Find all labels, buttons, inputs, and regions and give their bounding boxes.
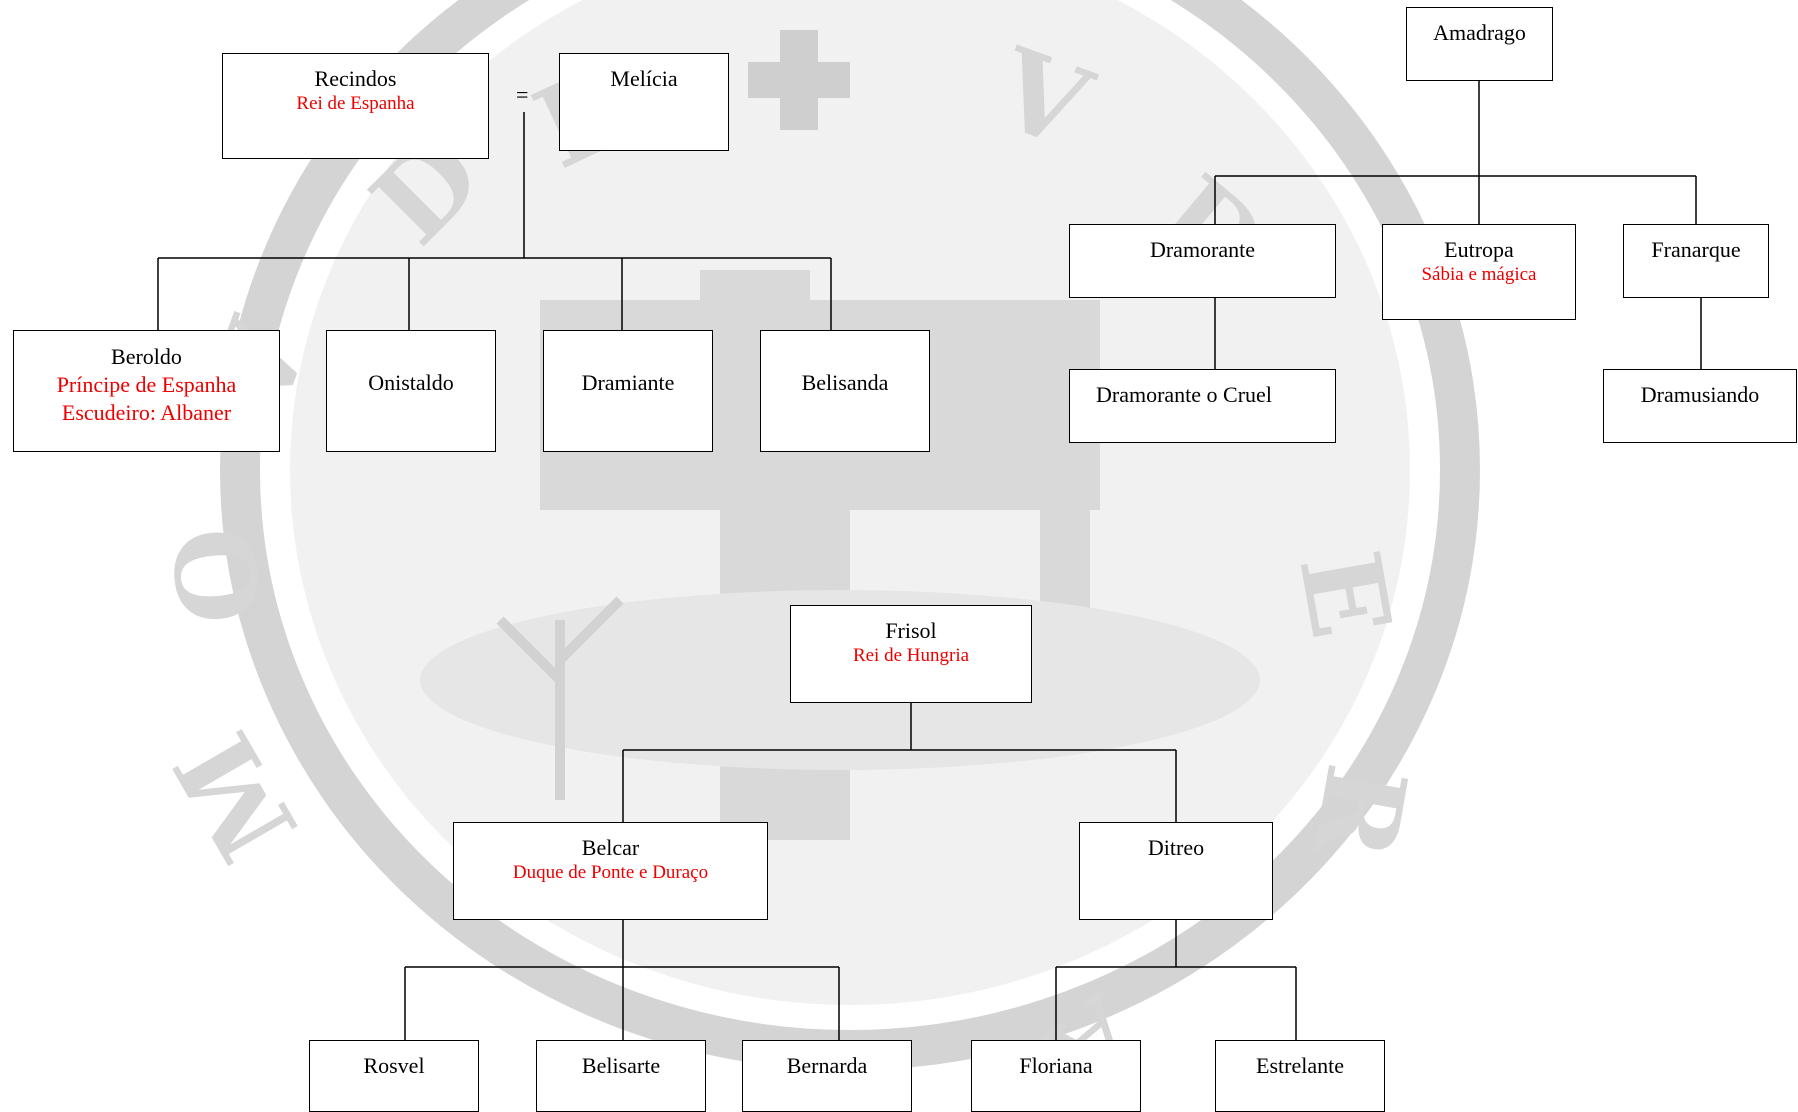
person-beroldo: Beroldo Príncipe de Espanha Escudeiro: A… — [13, 330, 280, 452]
person-name: Onistaldo — [368, 370, 454, 395]
person-name: Rosvel — [363, 1053, 425, 1078]
person-name: Franarque — [1651, 237, 1741, 262]
person-squire: Escudeiro: Albaner — [61, 400, 232, 425]
person-name: Amadrago — [1433, 20, 1526, 45]
person-name: Eutropa — [1444, 237, 1514, 262]
person-belisanda: Belisanda — [760, 330, 930, 452]
person-name: Estrelante — [1256, 1053, 1344, 1078]
person-dramusiando: Dramusiando — [1603, 369, 1797, 443]
person-name: Belcar — [581, 835, 640, 860]
person-name: Floriana — [1019, 1053, 1093, 1078]
person-eutropa: Eutropa Sábia e mágica — [1382, 224, 1576, 320]
person-franarque: Franarque — [1623, 224, 1769, 298]
person-title: Duque de Ponte e Duraço — [512, 862, 709, 883]
person-name: Beroldo — [111, 344, 182, 369]
person-floriana: Floriana — [971, 1040, 1141, 1112]
person-dramorante-o-cruel: Dramorante o Cruel — [1069, 369, 1336, 443]
person-name: Dramorante o Cruel — [1096, 382, 1272, 407]
person-name: Dramorante — [1149, 237, 1256, 262]
person-name: Ditreo — [1147, 835, 1205, 860]
person-name: Bernarda — [786, 1053, 868, 1078]
person-title: Rei de Hungria — [852, 645, 970, 666]
person-dramiante: Dramiante — [543, 330, 713, 452]
person-name: Dramusiando — [1640, 382, 1760, 407]
person-belisarte: Belisarte — [536, 1040, 706, 1112]
person-frisol: Frisol Rei de Hungria — [790, 605, 1032, 703]
person-name: Frisol — [885, 618, 937, 643]
person-title: Rei de Espanha — [296, 93, 415, 114]
person-name: Belisanda — [801, 370, 889, 395]
person-estrelante: Estrelante — [1215, 1040, 1385, 1112]
person-belcar: Belcar Duque de Ponte e Duraço — [453, 822, 768, 920]
person-name: Belisarte — [581, 1053, 661, 1078]
person-melicia: Melícia — [559, 53, 729, 151]
person-name: Recindos — [314, 66, 397, 91]
person-onistaldo: Onistaldo — [326, 330, 496, 452]
person-amadrago: Amadrago — [1406, 7, 1553, 81]
person-dramorante: Dramorante — [1069, 224, 1336, 298]
marriage-symbol: = — [516, 82, 529, 107]
person-rosvel: Rosvel — [309, 1040, 479, 1112]
svg-text:O: O — [149, 522, 286, 629]
person-name: Dramiante — [581, 370, 675, 395]
person-name: Melícia — [610, 66, 678, 91]
person-ditreo: Ditreo — [1079, 822, 1273, 920]
person-recindos: Recindos Rei de Espanha — [222, 53, 489, 159]
person-bernarda: Bernarda — [742, 1040, 912, 1112]
person-title: Sábia e mágica — [1421, 264, 1537, 285]
person-title: Príncipe de Espanha — [56, 372, 237, 397]
